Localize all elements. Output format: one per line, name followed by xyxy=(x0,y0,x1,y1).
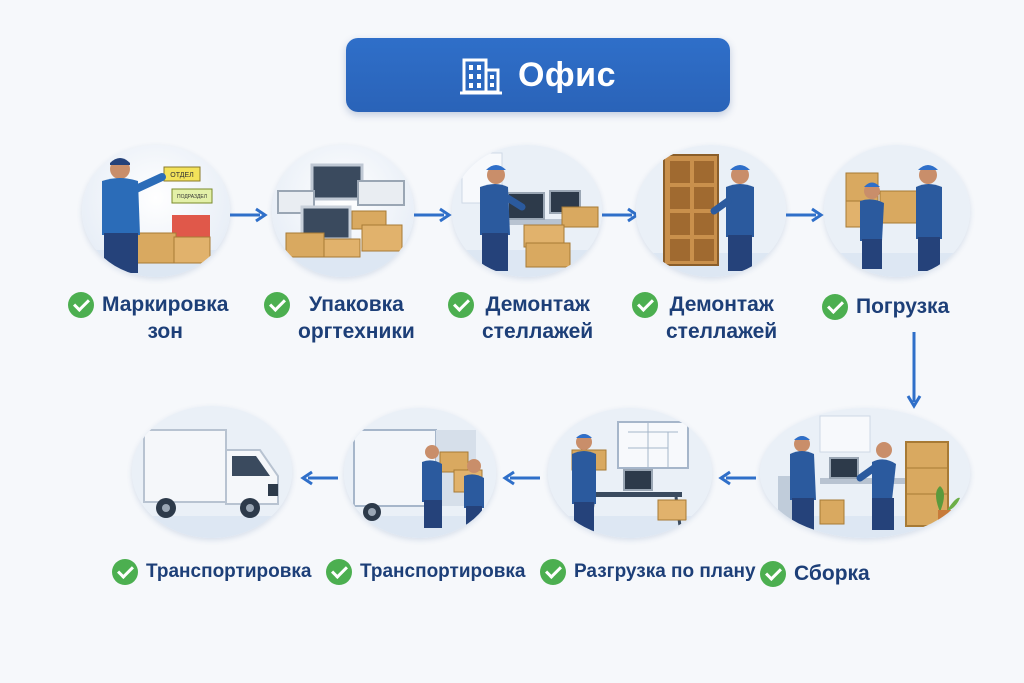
checkmark-icon xyxy=(112,559,138,585)
step-title-line1: Транспортировка xyxy=(146,561,312,582)
arrow-right-icon xyxy=(414,207,452,223)
step-title-line2: оргтехники xyxy=(298,320,415,343)
step-label-loading: Погрузка xyxy=(822,293,949,320)
arrow-left-icon xyxy=(300,470,338,486)
arrow-down-icon xyxy=(906,332,922,409)
office-building-icon xyxy=(459,58,502,95)
step-image-assembly xyxy=(760,408,970,538)
checkmark-icon xyxy=(264,292,290,318)
step-image-packing xyxy=(272,145,414,277)
step-image-dismantle-desk xyxy=(452,145,602,277)
step-label-assembly: Сборка xyxy=(760,560,870,587)
checkmark-icon xyxy=(326,559,352,585)
step-title-line1: Разгрузка по плану xyxy=(574,561,756,582)
step-title-line1: Погрузка xyxy=(856,295,950,318)
step-title-line2: стеллажей xyxy=(482,320,594,343)
page-title: Офис xyxy=(517,55,616,94)
arrow-left-icon xyxy=(718,470,756,486)
checkmark-icon xyxy=(68,292,94,318)
step-image-transport-loading xyxy=(344,408,496,538)
step-image-dismantle-shelf xyxy=(636,145,786,277)
step-label-unloading: Разгрузка по плану xyxy=(540,558,756,585)
step-title-line2: стеллажей xyxy=(666,320,778,343)
checkmark-icon xyxy=(760,561,786,587)
step-title-line1: Сборка xyxy=(794,562,870,585)
sign-label-2: ПОДРАЗДЕЛ xyxy=(177,194,207,200)
step-title-line1: Упаковка xyxy=(309,293,404,316)
header-banner: Офис xyxy=(346,38,730,112)
step-label-transport-1: Транспортировка xyxy=(326,558,526,585)
step-label-packing: Упаковка оргтехники xyxy=(264,291,415,345)
step-image-unloading xyxy=(548,408,712,538)
step-title-line1: Маркировка xyxy=(102,293,229,316)
checkmark-icon xyxy=(448,292,474,318)
step-label-dismantle-1: Демонтаж стеллажей xyxy=(448,291,593,345)
step-image-loading xyxy=(824,145,970,277)
arrow-right-icon xyxy=(230,207,268,223)
step-title-line1: Транспортировка xyxy=(360,561,526,582)
step-image-transport-truck xyxy=(132,406,292,538)
arrow-right-icon xyxy=(602,207,640,223)
arrow-left-icon xyxy=(502,470,540,486)
step-image-marking: ОТДЕЛ ПОДРАЗДЕЛ xyxy=(82,145,230,277)
step-label-transport-2: Транспортировка xyxy=(112,558,312,585)
step-label-marking: Маркировка зон xyxy=(68,291,228,345)
step-title-line1: Демонтаж xyxy=(669,293,774,316)
sign-label-1: ОТДЕЛ xyxy=(170,172,194,179)
step-label-dismantle-2: Демонтаж стеллажей xyxy=(632,291,777,345)
checkmark-icon xyxy=(632,292,658,318)
step-title-line1: Демонтаж xyxy=(485,293,590,316)
step-title-line2: зон xyxy=(147,320,183,343)
arrow-right-icon xyxy=(786,207,824,223)
checkmark-icon xyxy=(540,559,566,585)
checkmark-icon xyxy=(822,294,848,320)
